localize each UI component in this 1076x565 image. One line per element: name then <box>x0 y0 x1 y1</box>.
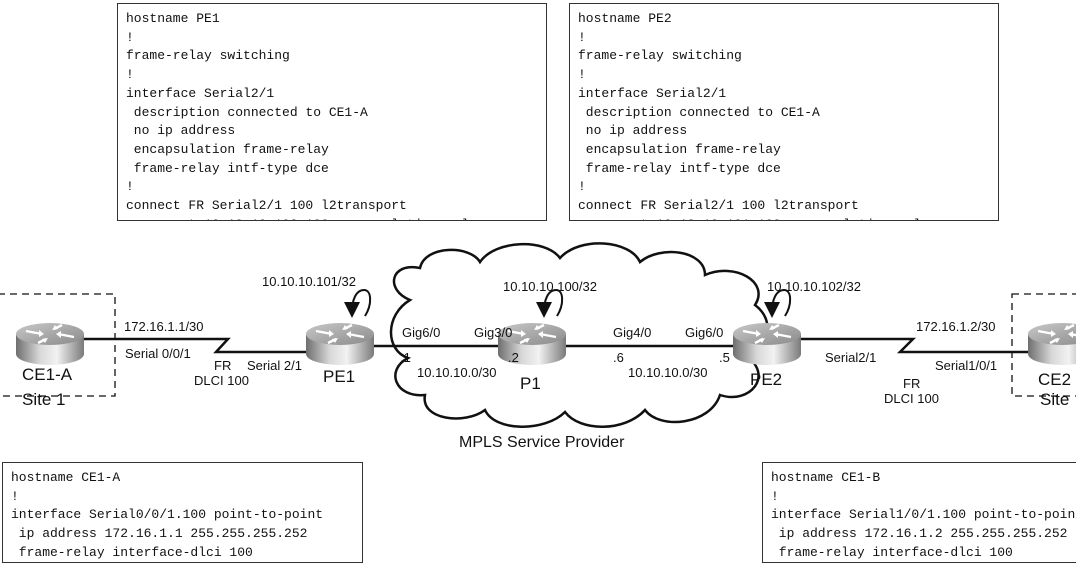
config-line: ip address 172.16.1.2 255.255.255.252 <box>771 526 1068 542</box>
config-line: ! <box>126 179 134 195</box>
config-line: frame-relay intf-type dce <box>578 160 781 176</box>
cloud-label: MPLS Service Provider <box>459 434 625 451</box>
loopback-arrow-icon-p1 <box>536 288 564 318</box>
config-line: encapsulation frame-relay <box>578 141 781 157</box>
config-line: frame-relay intf-type dce <box>126 160 329 176</box>
config-ce1a: hostname CE1-A! interface Serial0/0/1.100… <box>2 462 363 563</box>
config-line: connect FR Serial2/1 100 l2transport <box>126 198 407 214</box>
pe1-gig-interface: Gig6/0 <box>402 325 441 340</box>
config-line: ! <box>578 67 586 83</box>
config-line: hostname CE1-B <box>771 470 881 485</box>
config-line: ! <box>578 29 586 45</box>
site2-boundary <box>1011 293 1076 397</box>
node-name-pe2: PE2 <box>750 370 783 389</box>
config-pe1: hostname PE1! frame-relay switching! inter… <box>117 3 547 221</box>
config-line: frame-relay interface-dlci 100 <box>11 544 253 560</box>
router-icon-pe2 <box>731 321 803 367</box>
site-label-1: Site 1 <box>22 390 66 409</box>
config-line: ! <box>126 67 134 83</box>
config-line: hostname PE1 <box>126 11 220 26</box>
config-line: description connected to CE1-A <box>578 104 820 120</box>
config-ce1b: hostname CE1-B! interface Serial1/0/1.100… <box>762 462 1076 563</box>
pe2-gig-interface: Gig6/0 <box>685 325 724 340</box>
config-line: xconnect 10.10.10.102 100 encapsulation … <box>126 216 538 220</box>
config-line: ip address 172.16.1.1 255.255.255.252 <box>11 526 308 542</box>
node-name-pe1: PE1 <box>323 367 356 386</box>
pe2-serial-interface: Serial2/1 <box>825 350 877 365</box>
config-line: interface Serial2/1 <box>126 85 275 101</box>
config-line: frame-relay switching <box>578 48 742 64</box>
router-icon-pe1 <box>304 321 376 367</box>
p1-gig4-interface: Gig4/0 <box>613 325 652 340</box>
ce2-interface: Serial1/0/1 <box>935 358 998 373</box>
p1-host-left: .2 <box>508 350 519 365</box>
config-line: ! <box>126 29 134 45</box>
node-name-p1: P1 <box>520 374 541 393</box>
loopback-pe2: 10.10.10.102/32 <box>767 279 861 294</box>
right-fr-label: FR <box>903 376 921 391</box>
config-line: frame-relay interface-dlci 100 <box>771 544 1013 560</box>
config-pe2: hostname PE2! frame-relay switching! inter… <box>569 3 999 221</box>
left-dlci: DLCI 100 <box>194 373 249 388</box>
loopback-p1: 10.10.10.100/32 <box>503 279 597 294</box>
left-fr-label: FR <box>214 358 232 373</box>
node-name-ce2: CE2 <box>1038 370 1072 389</box>
config-line: ! <box>578 179 586 195</box>
pe1-p1-subnet: 10.10.10.0/30 <box>417 365 497 380</box>
config-line: interface Serial1/0/1.100 point-to-point <box>771 507 1076 523</box>
ce2-ip: 172.16.1.2/30 <box>916 319 996 334</box>
site1-boundary <box>0 293 116 397</box>
ce1a-ip: 172.16.1.1/30 <box>124 319 204 334</box>
p1-gig3-interface: Gig3/0 <box>474 325 513 340</box>
site-label-2: Site <box>1040 390 1070 409</box>
config-line: xconnect 10.10.10.101 100 encapsulation … <box>578 216 990 220</box>
config-line: interface Serial0/0/1.100 point-to-point <box>11 507 324 523</box>
config-line: ! <box>11 488 19 504</box>
router-icon-ce1a <box>14 321 86 367</box>
loopback-arrow-icon-pe2 <box>764 288 792 318</box>
config-line: hostname PE2 <box>578 11 672 26</box>
pe1-host: .1 <box>400 350 411 365</box>
left-fr-link <box>84 337 310 354</box>
ce1a-interface: Serial 0/0/1 <box>125 346 191 361</box>
loopback-pe1: 10.10.10.101/32 <box>262 274 356 289</box>
config-line: encapsulation frame-relay <box>126 141 329 157</box>
config-line: ! <box>771 488 779 504</box>
config-line: frame-relay switching <box>126 48 290 64</box>
p1-host-right: .6 <box>613 350 624 365</box>
config-line: interface Serial2/1 <box>578 85 727 101</box>
config-line: no ip address <box>578 123 688 139</box>
router-icon-ce2 <box>1026 321 1076 367</box>
config-line: hostname CE1-A <box>11 470 121 485</box>
config-line: no ip address <box>126 123 236 139</box>
config-line: description connected to CE1-A <box>126 104 368 120</box>
right-fr-link <box>800 337 1030 354</box>
pe2-host: .5 <box>719 350 730 365</box>
pe1-serial-interface: Serial 2/1 <box>247 358 302 373</box>
loopback-arrow-icon-pe1 <box>344 288 372 318</box>
config-line: connect FR Serial2/1 100 l2transport <box>578 198 859 214</box>
node-name-ce1a: CE1-A <box>22 365 73 384</box>
p1-pe2-subnet: 10.10.10.0/30 <box>628 365 708 380</box>
right-dlci: DLCI 100 <box>884 391 939 406</box>
